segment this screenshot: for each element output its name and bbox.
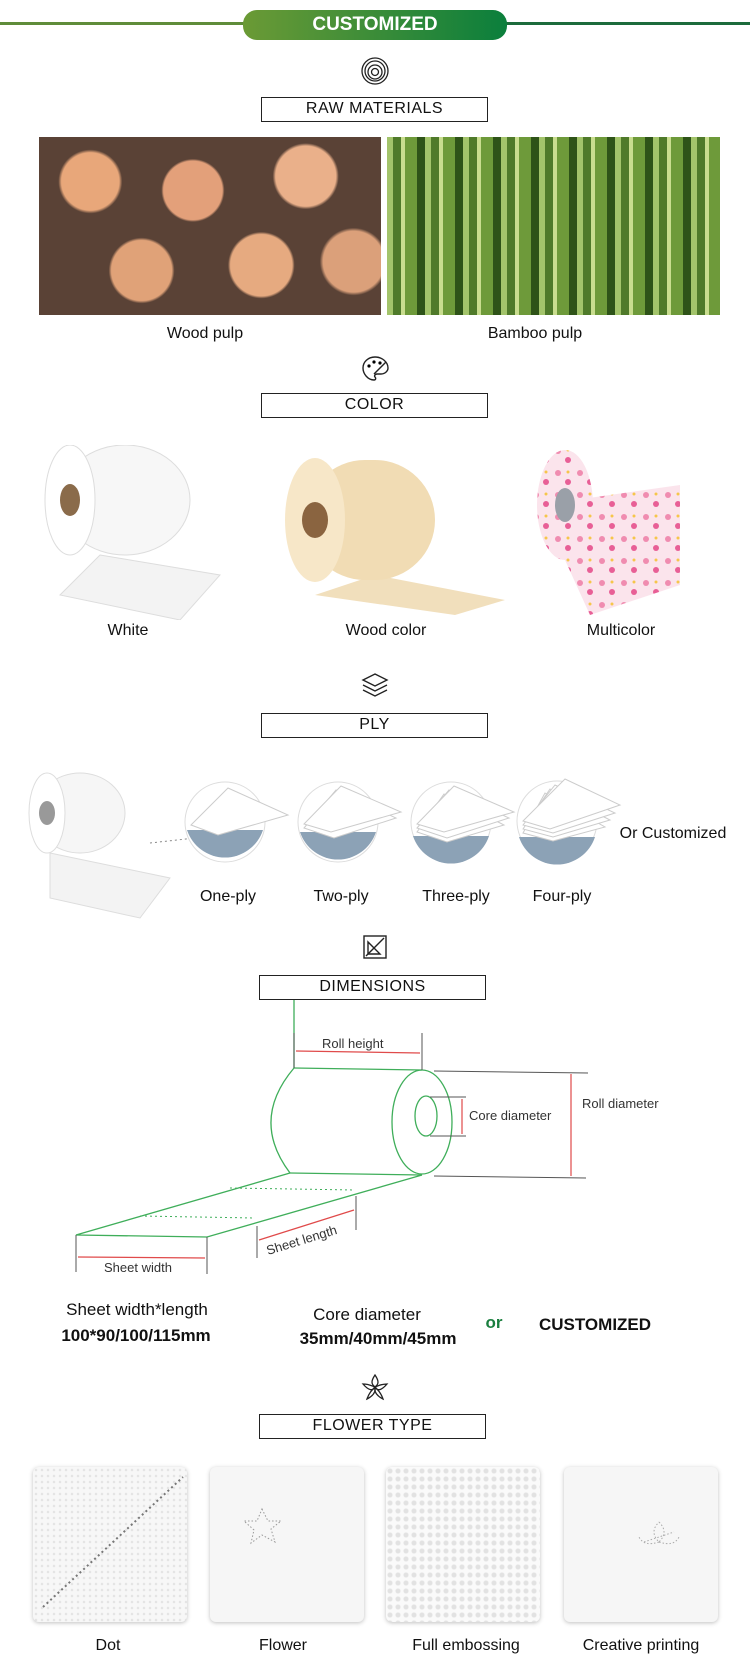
label-sheet-width: Sheet width (104, 1260, 172, 1275)
section-title-ply: PLY (261, 713, 488, 738)
caption-multicolor: Multicolor (586, 622, 656, 639)
or-label: or (485, 1313, 503, 1332)
caption-two-ply: Two-ply (313, 888, 369, 905)
sheet-size-value: 100*90/100/115mm (61, 1326, 211, 1345)
caption-full-embossing: Full embossing (412, 1637, 520, 1654)
white-roll-image (44, 445, 221, 620)
wood-pulp-image (39, 137, 381, 315)
ply-roll-image (28, 772, 190, 919)
caption-bamboo-pulp: Bamboo pulp (487, 325, 583, 342)
wood-color-roll-image (285, 458, 505, 615)
full-embossing-image (386, 1467, 540, 1622)
caption-dot: Dot (95, 1637, 121, 1654)
roll-dimensions-diagram: Roll height Core diameter Roll diameter … (75, 1000, 659, 1275)
ruler-triangle-icon (363, 935, 387, 959)
four-ply-image (516, 778, 622, 865)
three-ply-image (410, 781, 516, 864)
flower-pattern-image (210, 1467, 364, 1622)
two-ply-image (297, 781, 403, 863)
caption-three-ply: Three-ply (422, 888, 490, 905)
customized-banner: CUSTOMIZED (243, 10, 507, 40)
customized-label: CUSTOMIZED (538, 1315, 652, 1334)
section-title-flower-type: FLOWER TYPE (259, 1414, 486, 1439)
caption-wood-color: Wood color (345, 622, 427, 639)
one-ply-image (184, 781, 290, 863)
caption-creative-printing: Creative printing (582, 1637, 700, 1654)
caption-white: White (107, 622, 149, 639)
label-roll-diameter: Roll diameter (582, 1096, 659, 1111)
bamboo-pulp-image (387, 137, 720, 315)
caption-four-ply: Four-ply (532, 888, 592, 905)
caption-wood-pulp: Wood pulp (166, 325, 244, 342)
header-line-right (505, 22, 750, 25)
caption-flower: Flower (258, 1637, 308, 1654)
sheet-size-label: Sheet width*length (66, 1300, 208, 1319)
flower-icon (361, 1373, 389, 1401)
dot-pattern-image (33, 1467, 187, 1622)
section-title-raw-materials: RAW MATERIALS (261, 97, 488, 122)
wood-rings-icon (361, 57, 389, 85)
multicolor-roll-image (537, 450, 680, 615)
caption-one-ply: One-ply (199, 888, 257, 905)
header-line-left (0, 22, 245, 25)
or-customized-label: Or Customized (619, 825, 727, 842)
label-sheet-length: Sheet length (264, 1222, 338, 1258)
section-title-dimensions: DIMENSIONS (259, 975, 486, 1000)
creative-printing-image (564, 1467, 718, 1622)
label-core-diameter: Core diameter (469, 1108, 552, 1123)
palette-icon (362, 356, 389, 381)
layers-icon (361, 673, 389, 697)
core-diameter-label: Core diameter (313, 1305, 421, 1324)
core-diameter-value: 35mm/40mm/45mm (299, 1329, 457, 1348)
section-title-color: COLOR (261, 393, 488, 418)
label-roll-height: Roll height (322, 1036, 384, 1051)
